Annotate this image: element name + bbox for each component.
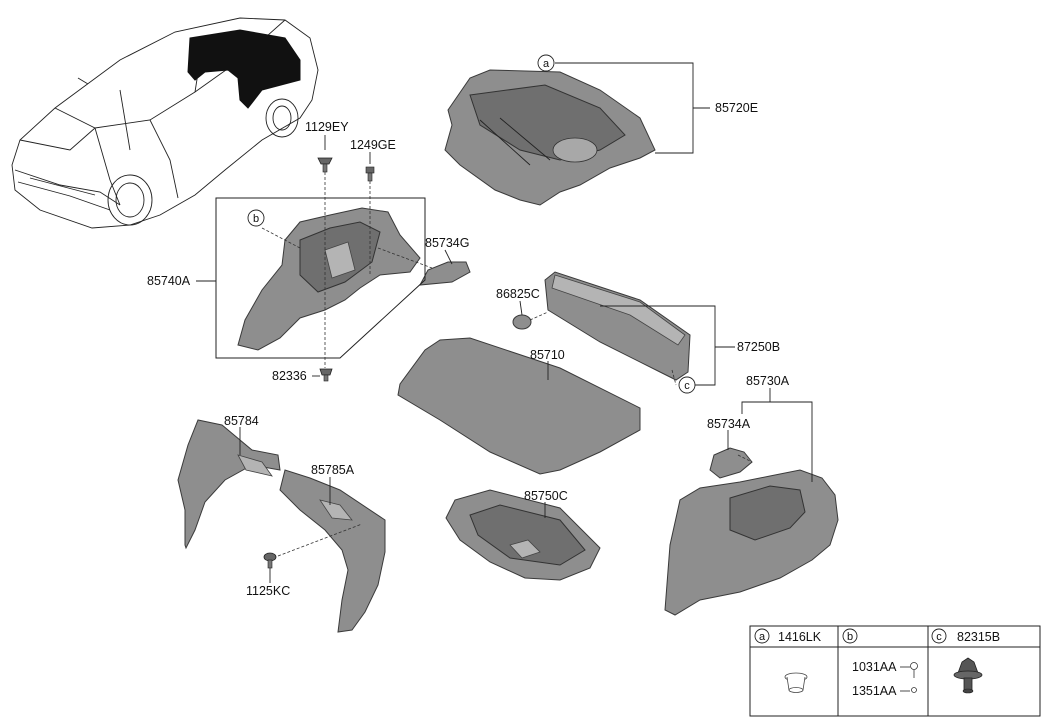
- label-85785A: 85785A: [311, 463, 355, 477]
- plug-1416LK-icon: [784, 672, 808, 693]
- label-1249GE: 1249GE: [350, 138, 396, 152]
- luggage-mat-85710: [397, 337, 641, 475]
- fastener-82336: [319, 368, 333, 382]
- cover-85734G: [419, 261, 471, 286]
- label-85750C: 85750C: [524, 489, 568, 503]
- transverse-trim-87250B: [544, 271, 691, 381]
- label-1129EY: 1129EY: [305, 120, 349, 134]
- highlighted-trunk-area: [187, 29, 301, 109]
- clip-82315B-icon: [953, 657, 983, 694]
- svg-text:82315B: 82315B: [957, 630, 1000, 644]
- side-trim-85740A: [237, 207, 421, 351]
- label-85734A: 85734A: [707, 417, 751, 431]
- label-85740A: 85740A: [147, 274, 191, 288]
- screw-1031AA-icon: [910, 662, 918, 678]
- svg-text:b: b: [847, 631, 853, 643]
- svg-text:a: a: [759, 631, 766, 643]
- callout-a: a: [537, 54, 555, 72]
- svg-text:1351AA: 1351AA: [852, 684, 897, 698]
- legend-table: a 1416LK b 1031AA 1351AA: [749, 625, 1041, 717]
- fastener-1249GE: [365, 166, 375, 182]
- label-85710: 85710: [530, 348, 565, 362]
- svg-text:c: c: [936, 631, 942, 643]
- label-1125KC: 1125KC: [246, 584, 290, 598]
- assembly-box-85740A: [215, 197, 426, 359]
- svg-text:1031AA: 1031AA: [852, 660, 897, 674]
- package-tray-85720E: [444, 69, 656, 206]
- fastener-1129EY: [317, 157, 333, 173]
- nut-1351AA-icon: [911, 687, 917, 693]
- label-86825C: 86825C: [496, 287, 540, 301]
- rear-trim-85785A: [279, 469, 386, 633]
- label-85734G: 85734G: [425, 236, 469, 250]
- leader-lines: [196, 62, 813, 583]
- label-85720E: 85720E: [715, 101, 758, 115]
- grommet-86825C: [512, 314, 532, 330]
- legend-cell-b: b 1031AA 1351AA: [842, 628, 918, 698]
- svg-text:c: c: [684, 380, 690, 392]
- part-labels: 85720E 1129EY 1249GE 85734G 85740A 86825…: [147, 101, 790, 598]
- legend-cell-c: c 82315B: [931, 628, 1000, 694]
- callout-c: c: [678, 376, 696, 394]
- svg-text:b: b: [253, 213, 259, 225]
- label-85730A: 85730A: [746, 374, 790, 388]
- installation-lines: [261, 172, 753, 557]
- label-82336: 82336: [272, 369, 307, 383]
- side-trim-85730A: [664, 469, 839, 616]
- svg-text:a: a: [543, 58, 550, 70]
- rear-trim-85784: [177, 419, 281, 550]
- callout-b: b: [247, 209, 265, 227]
- legend-cell-a: a 1416LK: [754, 628, 822, 693]
- label-87250B: 87250B: [737, 340, 780, 354]
- fastener-1125KC: [263, 552, 277, 569]
- label-85784: 85784: [224, 414, 259, 428]
- cover-85734A: [709, 447, 753, 479]
- svg-text:1416LK: 1416LK: [778, 630, 822, 644]
- storage-tray-85750C: [445, 489, 601, 581]
- vehicle-overview-illustration: [11, 17, 319, 229]
